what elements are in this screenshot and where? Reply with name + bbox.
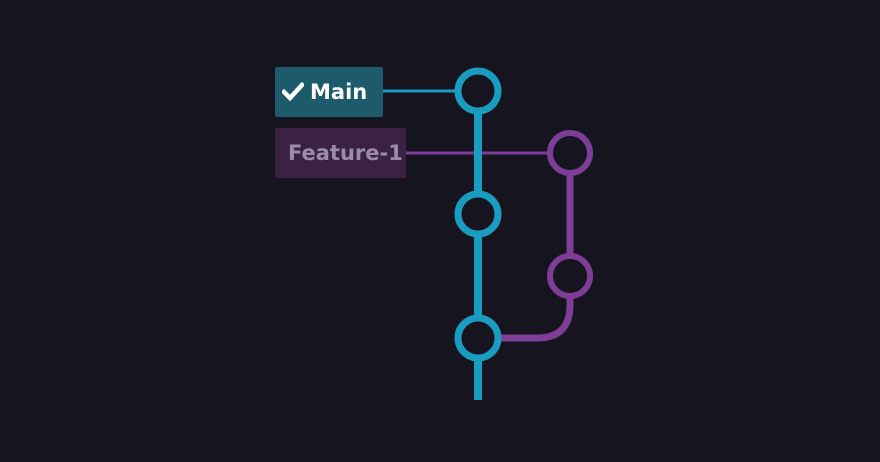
feature-commit[interactable] — [547, 253, 593, 299]
feature-branch-line — [501, 176, 574, 342]
branch-label-feature[interactable]: Feature-1 — [275, 128, 406, 178]
branch-label-main-text: Main — [310, 79, 368, 104]
branch-label-main[interactable]: Main — [275, 67, 383, 117]
main-commit-head[interactable] — [454, 67, 502, 115]
check-icon — [282, 82, 304, 102]
branch-label-feature-text: Feature-1 — [288, 140, 403, 165]
main-commit[interactable] — [454, 190, 502, 238]
main-commit-merge-base[interactable] — [454, 314, 502, 362]
feature-commit-head[interactable] — [547, 130, 593, 176]
